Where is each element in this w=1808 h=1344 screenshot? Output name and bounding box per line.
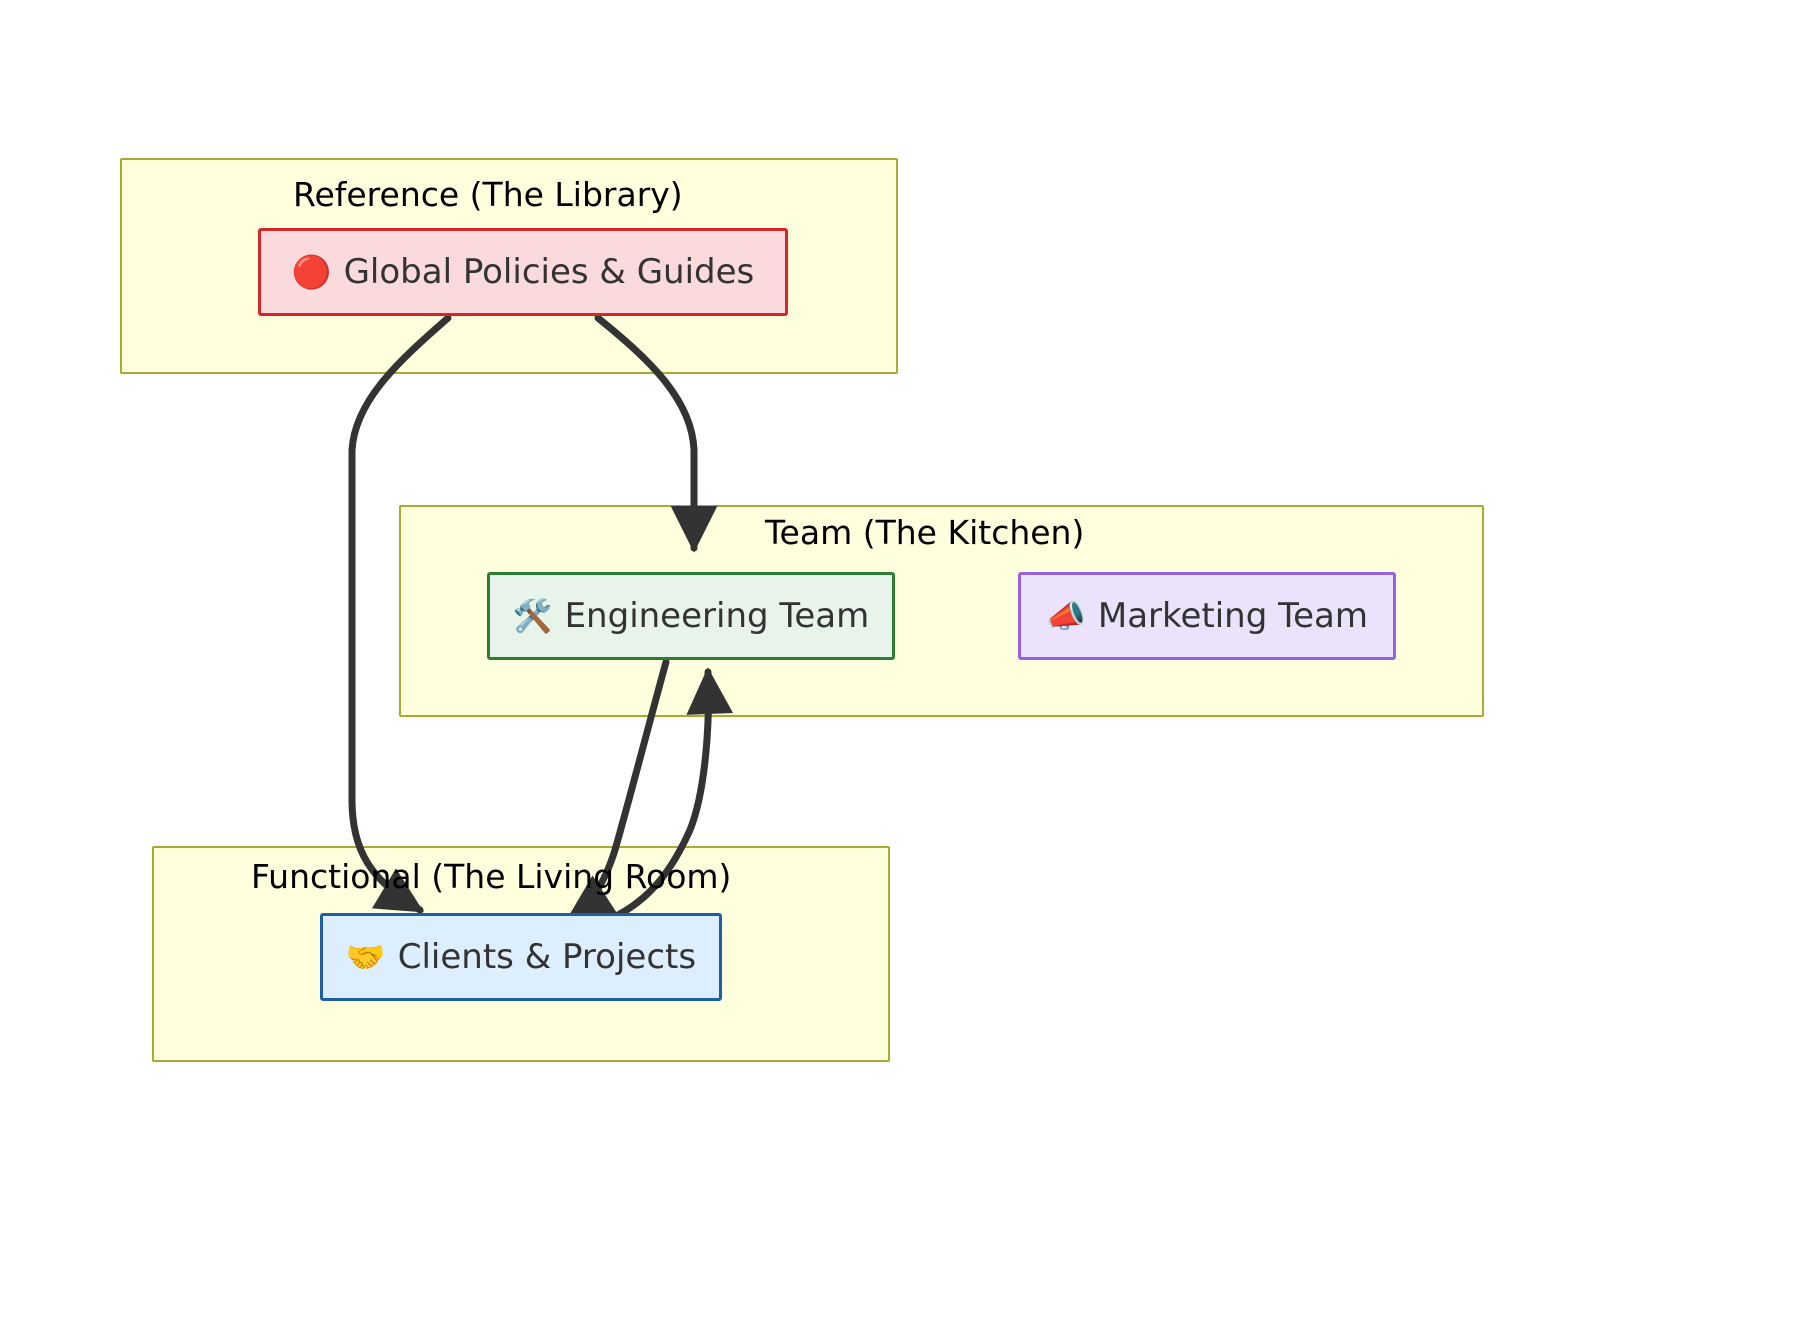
node-global-policies-and-guides[interactable]: 🔴 Global Policies & Guides [258, 228, 788, 316]
subgraph-label-reference: Reference (The Library) [293, 175, 683, 214]
node-label-engineering: Engineering Team [564, 596, 870, 636]
hammer-and-wrench-icon: 🛠️ [512, 597, 553, 635]
subgraph-label-functional: Functional (The Living Room) [251, 857, 732, 896]
node-engineering-team[interactable]: 🛠️ Engineering Team [487, 572, 895, 660]
node-label-wrapper: 🤝 Clients & Projects [346, 940, 696, 974]
handshake-icon: 🤝 [345, 938, 386, 976]
megaphone-icon: 📣 [1046, 597, 1086, 635]
node-label-wrapper: 📣 Marketing Team [1046, 599, 1368, 633]
node-clients-and-projects[interactable]: 🤝 Clients & Projects [320, 913, 722, 1001]
node-label-clients: Clients & Projects [397, 937, 697, 977]
node-label-wrapper: 🛠️ Engineering Team [513, 599, 870, 633]
node-label-marketing: Marketing Team [1097, 596, 1368, 636]
node-label-wrapper: 🔴 Global Policies & Guides [292, 255, 755, 289]
node-marketing-team[interactable]: 📣 Marketing Team [1018, 572, 1396, 660]
red-circle-icon: 🔴 [291, 253, 332, 291]
node-label-policies: Global Policies & Guides [343, 252, 755, 292]
subgraph-label-team: Team (The Kitchen) [765, 513, 1085, 552]
